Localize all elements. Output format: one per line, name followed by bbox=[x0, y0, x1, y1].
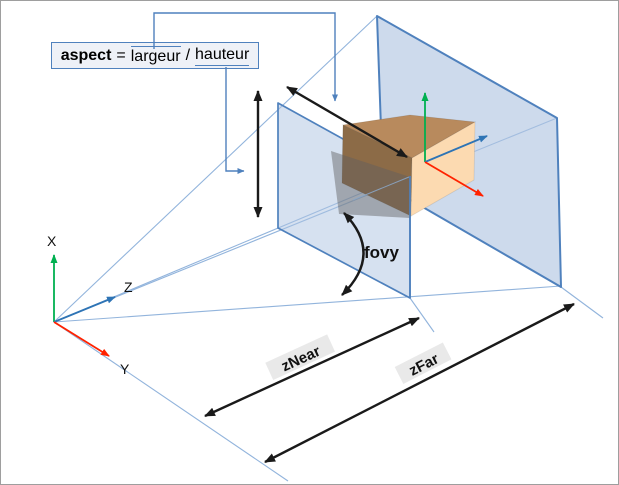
frustum-lines bbox=[53, 15, 604, 482]
cube-shadow-on-near-plane bbox=[331, 151, 410, 218]
cube-right-face bbox=[410, 121, 476, 217]
far-clipping-plane bbox=[376, 15, 562, 288]
near-plane-extension-line bbox=[409, 297, 435, 333]
cube bbox=[341, 114, 477, 217]
fovy-angle-arc bbox=[341, 212, 365, 296]
callout-connectors bbox=[153, 12, 338, 174]
frustum-edge-bottom-left bbox=[53, 183, 384, 323]
znear-label-group: zNear bbox=[265, 334, 336, 380]
aspect-formula-callout: aspect = largeur / hauteur bbox=[51, 42, 259, 69]
cube-top-face bbox=[341, 114, 477, 159]
hauteur-connector-line bbox=[225, 67, 245, 174]
aspect-term: aspect bbox=[60, 46, 112, 64]
near-clipping-plane bbox=[277, 102, 411, 299]
dimension-arrows bbox=[204, 85, 575, 464]
hauteur-term: hauteur bbox=[195, 46, 250, 66]
frustum-edge-bottom-right bbox=[53, 285, 562, 323]
world-axes bbox=[50, 254, 116, 357]
far-plane-extension-line bbox=[560, 286, 604, 319]
cube-local-y-axis bbox=[424, 161, 484, 197]
fovy-label: fovy bbox=[364, 243, 400, 262]
zfar-dimension-arrow bbox=[264, 302, 575, 464]
zfar-label: zFar bbox=[406, 350, 441, 379]
slash-sign: / bbox=[185, 46, 191, 64]
cube-local-z-axis bbox=[424, 135, 488, 163]
y-axis-extension-line bbox=[53, 321, 289, 482]
cube-local-axes bbox=[421, 92, 488, 197]
zfar-label-bg bbox=[394, 342, 452, 384]
zfar-label-group: zFar bbox=[394, 342, 452, 384]
frustum-edge-top-right bbox=[53, 117, 558, 323]
frustum-edge-through-shadow bbox=[352, 176, 410, 201]
z-axis-arrow bbox=[53, 296, 116, 323]
equals-sign: = bbox=[116, 46, 126, 64]
x-axis-label: X bbox=[47, 233, 57, 249]
z-axis-label: Z bbox=[124, 279, 133, 295]
y-axis-label: Y bbox=[120, 361, 130, 377]
y-axis-arrow bbox=[53, 321, 110, 357]
znear-label: zNear bbox=[279, 343, 323, 376]
largeur-dimension-arrow bbox=[286, 85, 408, 159]
znear-dimension-arrow bbox=[204, 316, 420, 418]
znear-label-bg bbox=[265, 334, 336, 380]
cube-left-face bbox=[341, 124, 413, 217]
largeur-term: largeur bbox=[130, 45, 181, 65]
